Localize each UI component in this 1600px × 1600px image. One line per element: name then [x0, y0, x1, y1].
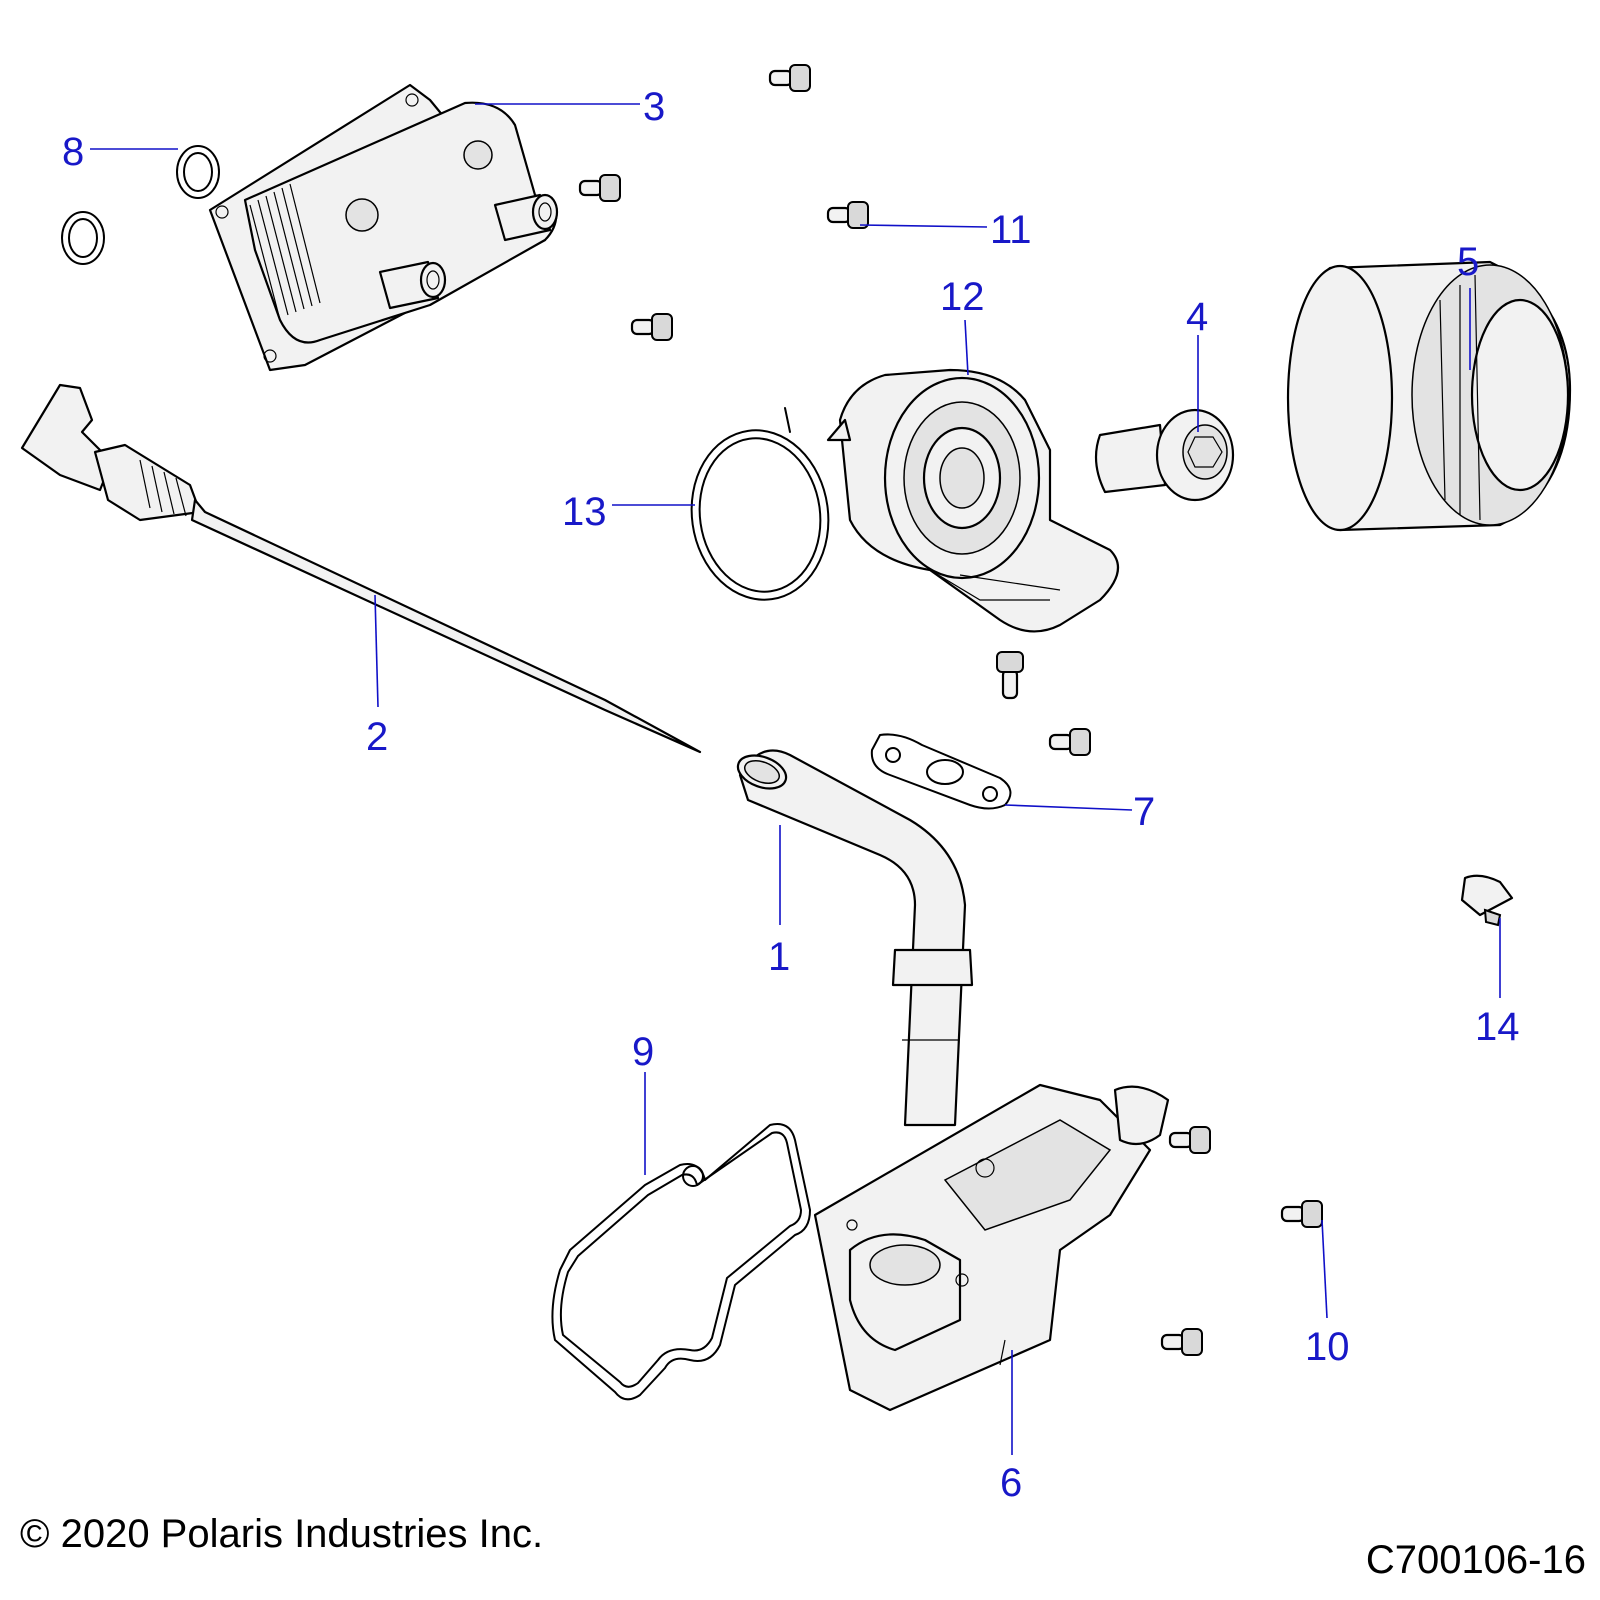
callout-4: 4: [1186, 295, 1208, 339]
adapter-bolt: [1094, 408, 1235, 502]
callout-11: 11: [990, 208, 1032, 252]
drain-plug: [1460, 874, 1514, 927]
leader-lines: [90, 103, 1501, 1455]
callout-9: 9: [632, 1030, 654, 1074]
callout-1: 1: [768, 935, 790, 979]
callout-14: 14: [1475, 1005, 1520, 1049]
gasket-ring: [690, 407, 830, 601]
callout-numbers: 3 8 11 12 4 5 13 2 7 1 14 9 10 6: [62, 85, 1520, 1505]
callout-5: 5: [1457, 240, 1479, 284]
callout-12: 12: [940, 275, 985, 319]
oil-pan-cover: [813, 1083, 1170, 1412]
callout-2: 2: [366, 715, 388, 759]
flange-gasket: [870, 733, 1012, 810]
o-rings: [61, 145, 220, 265]
oil-cooler: [208, 83, 559, 372]
drawing-number: C700106-16: [1365, 1538, 1586, 1582]
callout-13: 13: [562, 490, 607, 534]
dipstick-tube: [736, 749, 974, 1127]
copyright-notice: © 2020 Polaris Industries Inc.: [20, 1512, 544, 1556]
callout-6: 6: [1000, 1461, 1022, 1505]
callout-3: 3: [643, 85, 665, 129]
dipstick: [20, 383, 702, 754]
filter-adapter: [826, 368, 1120, 633]
callout-8: 8: [62, 130, 84, 174]
oil-filter: [1286, 260, 1572, 532]
callout-7: 7: [1133, 790, 1155, 834]
bolts: [578, 64, 1323, 1356]
cover-gasket: [551, 1123, 811, 1401]
callout-10: 10: [1305, 1325, 1350, 1369]
